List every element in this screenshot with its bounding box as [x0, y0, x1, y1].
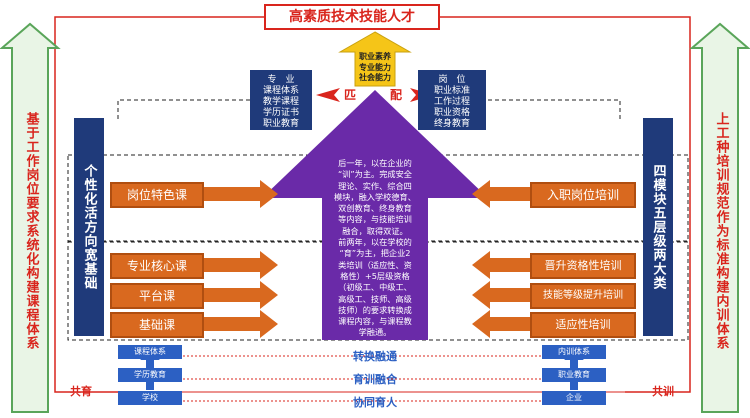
center-description: 后一年，以在企业的 “训”为主。完成安全 理论、实作、综合四 模块，融入学校德育… [322, 158, 428, 339]
right-stack-enterprise: 企业 [542, 391, 606, 405]
job-system-box: 岗 位 职业标准 工作过程 职业资格 终身教育 [418, 70, 486, 130]
band-conversion: 转换融通 [353, 350, 397, 363]
box-line: 终身教育 [433, 119, 470, 129]
competency-line: 职业素养 [359, 52, 391, 61]
box-line: 职业资格 [433, 108, 470, 118]
match-label-right: 配 [390, 88, 403, 102]
co-training-label: 共训 [652, 385, 674, 398]
education-system-box: 专 业 课程体系 教学课程 学历证书 职业教育 [250, 70, 312, 130]
right-vertical-label: 四模块五层级两大类 [643, 118, 673, 336]
training-adaptive: 适应性培训 [530, 312, 636, 338]
right-stack-training-system: 内训体系 [542, 345, 606, 359]
center-line: 课程内容，与课程教 [338, 316, 412, 327]
center-line: 前两年，以在学校的 [338, 237, 412, 248]
box-line: 职业标准 [433, 86, 470, 96]
left-vertical-text: 个性化活方向宽基础 [81, 164, 97, 290]
center-line: “育”为主，把企业2 [339, 248, 411, 259]
center-line: 后一年，以在企业的 [338, 158, 412, 168]
left-vertical-label: 个性化活方向宽基础 [74, 118, 104, 336]
center-line: （初级工、中级工、 [338, 282, 412, 293]
left-arrow-text: 基于工作岗位要求系统化构建课程体系 [23, 112, 39, 350]
right-vertical-text: 四模块五层级两大类 [650, 164, 666, 290]
center-line: 学融通。 [358, 327, 392, 338]
center-line: 格性）+5层级资格 [340, 270, 410, 281]
center-line: 高级工、技师、高级 [338, 293, 412, 304]
training-skill-level: 技能等级提升培训 [530, 283, 636, 309]
center-line: 理论、实作、综合四 [338, 180, 412, 191]
center-line: “训”为主。完成安全 [338, 169, 412, 180]
center-line: 等内容，与技能培训 [338, 214, 412, 225]
right-stack-vocational: 职业教育 [542, 368, 606, 382]
box-line: 岗 位 [438, 75, 466, 85]
match-label-left: 匹 [344, 88, 357, 102]
center-line: 模块，融入学校德育、 [334, 191, 416, 202]
left-stack-curriculum: 课程体系 [118, 345, 182, 359]
course-position-special: 岗位特色课 [110, 182, 204, 208]
left-stack-school: 学校 [118, 391, 182, 405]
course-basic: 基础课 [110, 312, 204, 338]
left-stack-academic: 学历教育 [118, 368, 182, 382]
training-promotion: 晋升资格性培训 [530, 253, 636, 279]
box-line: 课程体系 [262, 86, 299, 96]
center-line: 融合，取得双证。 [342, 225, 408, 236]
box-line: 职业教育 [262, 119, 299, 129]
competency-line: 社会能力 [359, 73, 391, 82]
center-line: 技师）的要求转换成 [338, 304, 412, 315]
band-integration: 育训融合 [353, 373, 397, 386]
training-onboarding: 入职岗位培训 [530, 182, 636, 208]
box-line: 教学课程 [262, 97, 299, 107]
competency-arrow-text: 职业素养 专业能力 社会能力 [352, 52, 398, 86]
center-line: 类培训（适应性、资 [338, 259, 412, 270]
course-platform: 平台课 [110, 283, 204, 309]
box-line: 工作过程 [433, 97, 470, 107]
page-title: 高素质技术技能人才 [264, 4, 440, 30]
competency-line: 专业能力 [359, 62, 391, 72]
box-line: 专 业 [267, 75, 295, 85]
band-collaboration: 协同育人 [353, 396, 397, 409]
center-line: 双创教育、终身教育 [338, 203, 412, 214]
box-line: 学历证书 [262, 108, 299, 118]
co-education-label: 共育 [70, 385, 92, 398]
course-professional-core: 专业核心课 [110, 253, 204, 279]
right-arrow-text: 上工种培训规范作为标准构建内训体系 [713, 112, 729, 350]
